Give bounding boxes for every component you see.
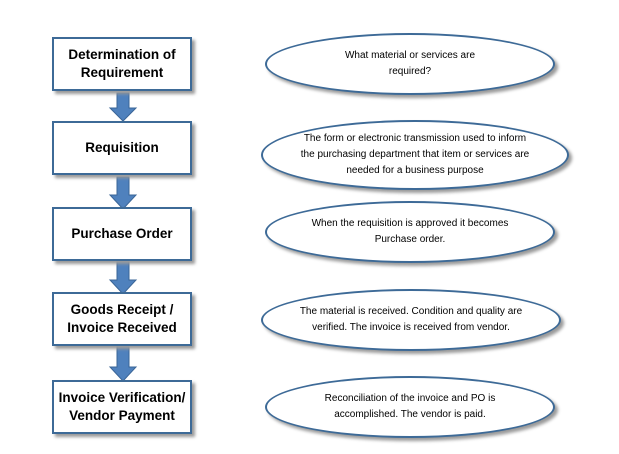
step-box-requisition: Requisition: [52, 121, 192, 175]
arrow-2: [108, 176, 138, 210]
step-label: Requisition: [85, 140, 159, 155]
arrow-3: [108, 260, 138, 295]
arrow-4: [108, 345, 138, 382]
description-ellipse-purchase-order: When the requisition is approved it beco…: [265, 201, 555, 263]
description-ellipse-requisition: The form or electronic transmission used…: [261, 120, 569, 190]
step-label: Purchase Order: [71, 226, 173, 241]
description-text: When the requisition is approved it beco…: [311, 218, 509, 245]
step-box-invoice-verification-vendor-payment: Invoice Verification/ Vendor Payment: [52, 380, 192, 434]
step-box-goods-receipt-invoice-received: Goods Receipt / Invoice Received: [52, 292, 192, 346]
description-ellipse-goods-receipt-invoice-received: The material is received. Condition and …: [261, 289, 561, 351]
step-label: Determination of Requirement: [68, 47, 176, 80]
step-label: Goods Receipt / Invoice Received: [67, 302, 177, 335]
arrow-1: [108, 92, 138, 122]
description-text: The form or electronic transmission used…: [300, 133, 530, 176]
step-label: Invoice Verification/ Vendor Payment: [58, 390, 186, 423]
step-box-purchase-order: Purchase Order: [52, 207, 192, 261]
description-text: What material or services are required?: [344, 50, 476, 77]
description-ellipse-invoice-verification-vendor-payment: Reconciliation of the invoice and PO is …: [265, 376, 555, 438]
description-text: Reconciliation of the invoice and PO is …: [324, 393, 496, 420]
description-ellipse-determination-of-requirement: What material or services are required?: [265, 33, 555, 95]
step-box-determination-of-requirement: Determination of Requirement: [52, 37, 192, 91]
description-text: The material is received. Condition and …: [299, 306, 523, 333]
